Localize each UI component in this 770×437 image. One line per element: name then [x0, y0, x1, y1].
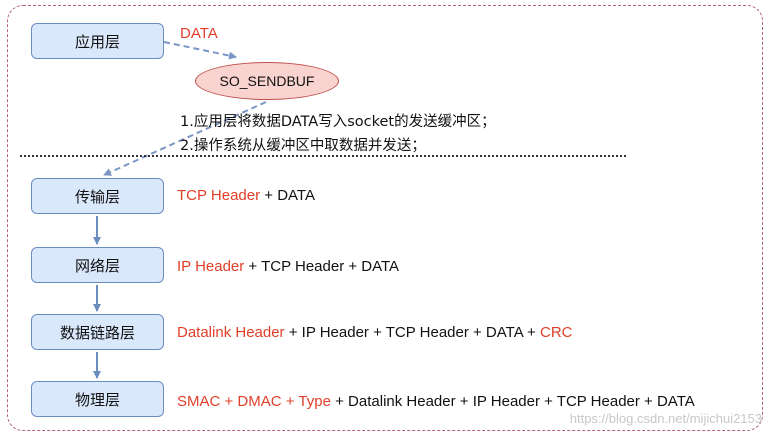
application-layer-box: 应用层 — [31, 23, 164, 59]
app-to-buffer-arrow — [163, 41, 237, 60]
watermark-url: https://blog.csdn.net/mijichui2153 — [569, 411, 762, 426]
datalink-packet-segment-0: Datalink Header — [177, 324, 285, 341]
datalink-packet: Datalink Header + IP Header + TCP Header… — [177, 324, 572, 341]
network-packet-segment-0: IP Header — [177, 258, 245, 275]
network-packet: IP Header + TCP Header + DATA — [177, 258, 399, 275]
buffer-label: SO_SENDBUF — [219, 73, 315, 89]
datalink-packet-segment-1: + IP Header + TCP Header + DATA + — [284, 324, 540, 341]
physical-layer-label: 物理层 — [74, 390, 120, 409]
transport-packet-segment-0: TCP Header — [177, 187, 261, 204]
physical-packet-segment-1: + Datalink Header + IP Header + TCP Head… — [330, 393, 695, 410]
datalink-layer-label: 数据链路层 — [59, 323, 135, 342]
application-layer-label: 应用层 — [74, 32, 120, 51]
note-line-2: 2.操作系统从缓冲区中取数据并发送； — [180, 138, 426, 154]
app-data-label: DATA — [180, 25, 218, 42]
network-layer-label: 网络层 — [74, 256, 120, 275]
datalink-packet-segment-2: CRC — [539, 324, 573, 341]
transport-packet: TCP Header + DATA — [177, 187, 315, 204]
so-sendbuf-ellipse: SO_SENDBUF — [195, 62, 339, 100]
datalink-layer-box: 数据链路层 — [31, 314, 164, 350]
outer-dashed-frame — [7, 5, 763, 431]
transport-layer-box: 传输层 — [31, 178, 164, 214]
network-layer-box: 网络层 — [31, 247, 164, 283]
dotted-divider — [20, 155, 626, 157]
transport-packet-segment-1: + DATA — [260, 187, 315, 204]
note-line-1: 1.应用层将数据DATA写入socket的发送缓冲区； — [180, 114, 496, 130]
network-packet-segment-1: + TCP Header + DATA — [244, 258, 400, 275]
transport-layer-label: 传输层 — [74, 187, 120, 206]
physical-packet: SMAC + DMAC + Type + Datalink Header + I… — [177, 393, 695, 410]
physical-packet-segment-0: SMAC + DMAC + Type — [177, 393, 331, 410]
physical-layer-box: 物理层 — [31, 381, 164, 417]
